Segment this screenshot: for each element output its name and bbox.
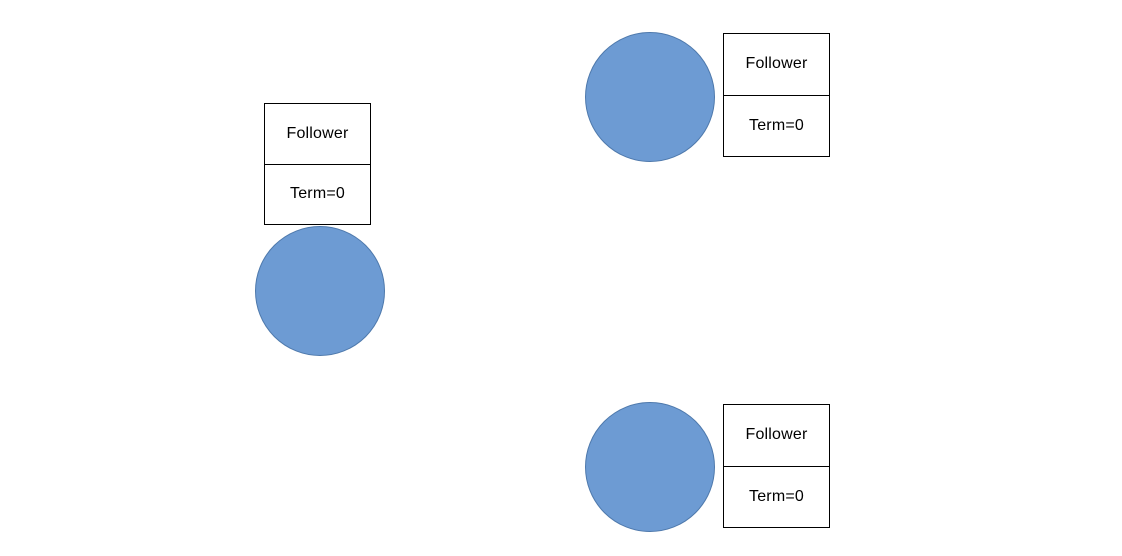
follower-node-circle (585, 32, 715, 162)
node-state-label: Follower (286, 124, 349, 142)
state-label-box: Follower Term=0 (264, 103, 371, 225)
node-term-label: Term=0 (265, 163, 370, 225)
state-label-box: Follower Term=0 (723, 33, 830, 157)
follower-node-circle (255, 226, 385, 356)
node-state-label: Follower (745, 55, 808, 73)
node-state-label: Follower (745, 426, 808, 444)
node-term-label: Term=0 (724, 465, 829, 528)
follower-node-circle (585, 402, 715, 532)
state-label-box: Follower Term=0 (723, 404, 830, 528)
node-term-label: Term=0 (724, 94, 829, 157)
